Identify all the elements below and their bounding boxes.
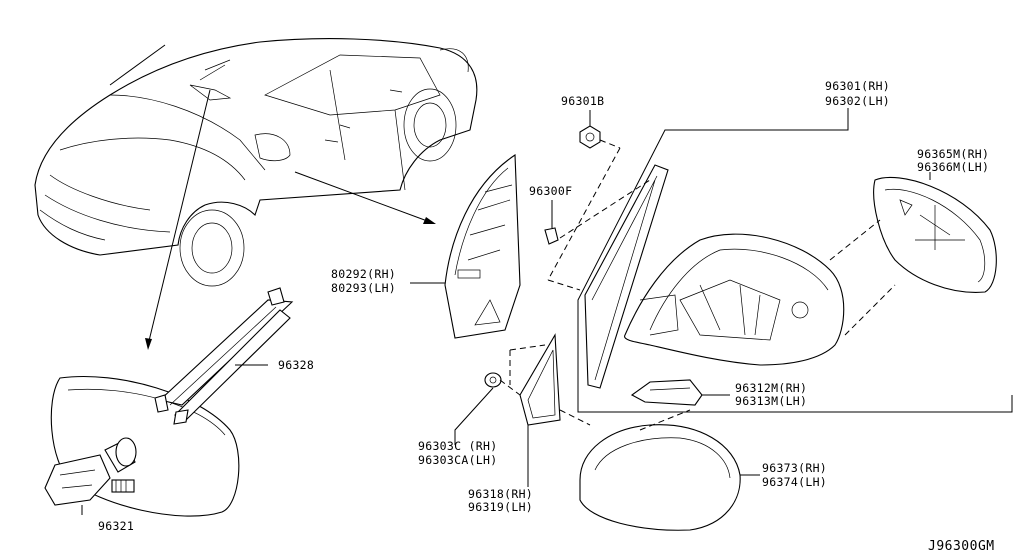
inner-cover-80292 (410, 153, 521, 339)
mirror-housing (624, 233, 845, 366)
clip-96300F (544, 200, 559, 245)
turn-lamp-96312M (630, 379, 730, 406)
label-96318-rh: 96318(RH) (468, 487, 533, 501)
label-96300F: 96300F (529, 184, 572, 198)
vehicle-arrows (109, 44, 436, 350)
label-96312M-rh: 96312M(RH) (735, 381, 807, 395)
dashed-leaders (499, 139, 896, 431)
label-96313M-lh: 96313M(LH) (735, 394, 807, 408)
diagram-code: J96300GM (928, 539, 995, 554)
label-80292-rh: 80292(RH) (331, 267, 396, 281)
label-96301B: 96301B (561, 94, 604, 108)
mirror-gasket (584, 164, 669, 389)
label-80293-lh: 80293(LH) (331, 281, 396, 295)
label-96374-lh: 96374(LH) (762, 475, 827, 489)
part-labels: 96301(RH) 96302(LH) 96301B 96300F 96365M… (98, 79, 995, 554)
label-96366M-lh: 96366M(LH) (917, 160, 989, 174)
label-96319-lh: 96319(LH) (468, 500, 533, 514)
grommet-96303C (454, 372, 502, 440)
label-96303C-rh: 96303C (RH) (418, 439, 497, 453)
label-96303CA-lh: 96303CA(LH) (418, 453, 497, 467)
label-96365M-rh: 96365M(RH) (917, 147, 989, 161)
nut-96301B (579, 110, 601, 149)
mirror-assembly-frame (577, 108, 1013, 413)
label-96321: 96321 (98, 519, 134, 533)
mirror-glass-96365M (873, 172, 997, 293)
triangle-finisher-96318 (519, 333, 561, 480)
label-96328: 96328 (278, 358, 314, 372)
label-96373-rh: 96373(RH) (762, 461, 827, 475)
label-96302-lh: 96302(LH) (825, 94, 890, 108)
vehicle-illustration (34, 38, 478, 287)
label-leaders (454, 440, 529, 487)
wire-cover-96328 (154, 287, 294, 425)
mirror-cover-96373 (579, 424, 760, 531)
label-96301-rh: 96301(RH) (825, 79, 890, 93)
